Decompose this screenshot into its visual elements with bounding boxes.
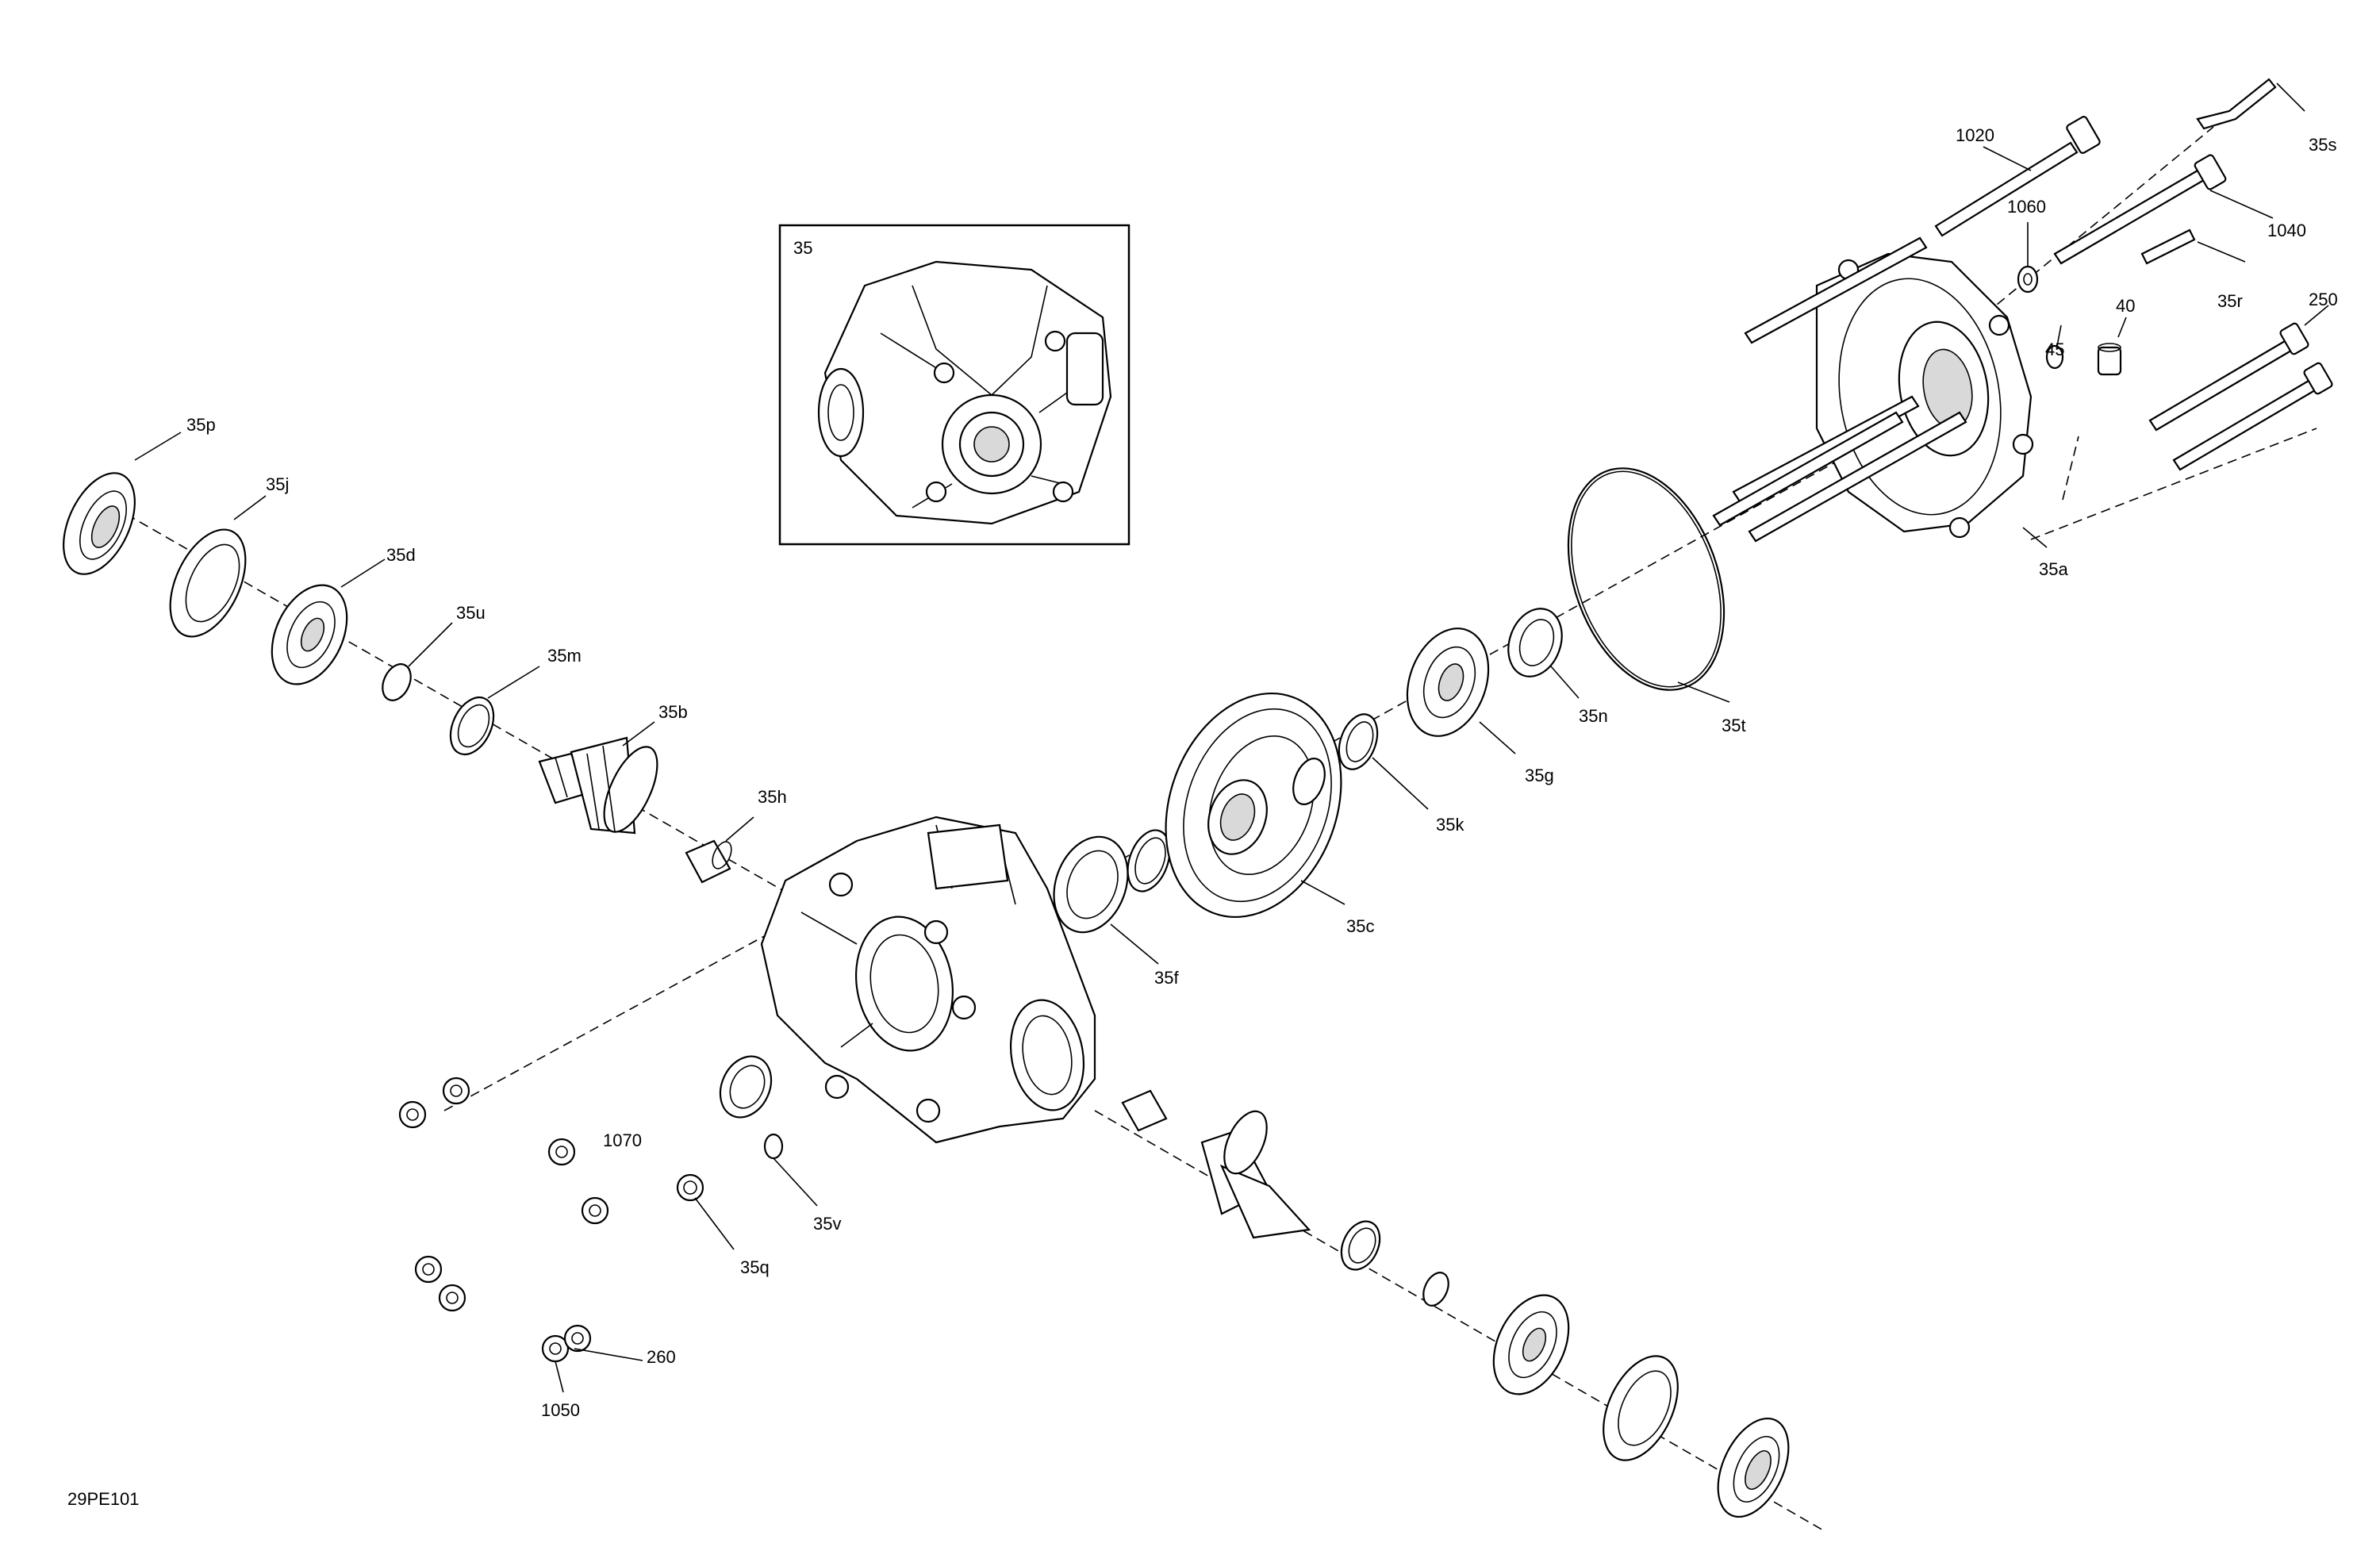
plug-35q	[676, 1173, 704, 1202]
shim-35k	[1338, 713, 1379, 770]
callout-35j: 35j	[266, 474, 289, 494]
bearing-sleeve-lower	[1603, 1355, 1679, 1461]
bearing-35f	[1053, 835, 1129, 934]
needle-bearing-lower	[1121, 1089, 1168, 1132]
callout-1050: 1050	[541, 1400, 580, 1420]
plug-40	[2097, 343, 2122, 376]
callout-1040: 1040	[2267, 221, 2306, 240]
callout-35k: 35k	[1436, 815, 1464, 835]
ball-bearing-lower	[1492, 1294, 1570, 1395]
callout-1070: 1070	[603, 1130, 642, 1150]
callout-35s: 35s	[2309, 135, 2336, 155]
main-housing	[760, 816, 1096, 1144]
callout-35t: 35t	[1722, 716, 1746, 735]
callout-35d: 35d	[386, 545, 416, 565]
oil-seal-35p	[63, 472, 136, 575]
ring-gear-35c	[1165, 692, 1342, 919]
bearing-sleeve-35j	[169, 528, 247, 638]
needle-bearing-35h	[685, 839, 732, 884]
callout-35q: 35q	[740, 1257, 770, 1277]
output-shaft	[1200, 1110, 1311, 1239]
ball-bearing-35g	[1406, 628, 1490, 737]
pin-35r	[2140, 228, 2196, 265]
callout-35g: 35g	[1525, 766, 1554, 785]
drawing-id: 29PE101	[67, 1489, 140, 1509]
oil-seal-lower	[1717, 1417, 1790, 1518]
callout-35p: 35p	[186, 415, 216, 435]
nut-group	[398, 1077, 609, 1363]
callout-40: 40	[2116, 296, 2135, 316]
ball-bearing-35d	[271, 584, 348, 685]
callout-45: 45	[2045, 340, 2064, 359]
callout-35u: 35u	[456, 603, 486, 623]
callout-1020: 1020	[1956, 125, 1994, 145]
cover-bolts	[1712, 236, 1967, 543]
callout-250: 250	[2309, 290, 2338, 309]
callout-labels: 35p 35j 35d 35u 35m 35b 35h 35f 35c 35k …	[186, 125, 2338, 1420]
bolts-250	[2148, 322, 2333, 471]
leader-lines	[134, 83, 2329, 1393]
callout-260: 260	[647, 1347, 676, 1367]
shim-35f	[1127, 829, 1171, 892]
inset-label: 35	[793, 238, 812, 258]
callout-35r: 35r	[2217, 291, 2243, 311]
snap-ring-35u	[382, 663, 412, 701]
shim-lower	[1340, 1220, 1381, 1271]
callout-35a: 35a	[2039, 559, 2068, 579]
shim-35m	[449, 696, 495, 756]
inset-housing-drawing	[817, 260, 1112, 525]
callout-35n: 35n	[1579, 706, 1608, 726]
callout-1060: 1060	[2007, 197, 2046, 217]
cover-35a	[1815, 252, 2034, 539]
washer-1060	[2017, 265, 2039, 294]
callout-35f: 35f	[1154, 968, 1179, 988]
oil-seal-35n	[1507, 608, 1563, 677]
washer-45	[2045, 344, 2064, 370]
seal-left-lower	[719, 1055, 773, 1119]
callout-35c: 35c	[1346, 916, 1374, 936]
callout-35h: 35h	[758, 787, 787, 807]
callout-35v: 35v	[813, 1214, 841, 1234]
snap-ring-lower	[1422, 1272, 1449, 1307]
o-ring-35t	[1567, 467, 1726, 691]
bolt-1040	[2053, 154, 2227, 265]
pinion-gear-35b	[538, 736, 658, 835]
bolt-1020	[1934, 116, 2101, 237]
o-ring-35v	[763, 1133, 784, 1160]
breather-35s	[2196, 78, 2277, 130]
callout-35m: 35m	[547, 646, 582, 666]
inset-assembly-box: 35	[778, 224, 1130, 546]
callout-35b: 35b	[658, 702, 688, 722]
